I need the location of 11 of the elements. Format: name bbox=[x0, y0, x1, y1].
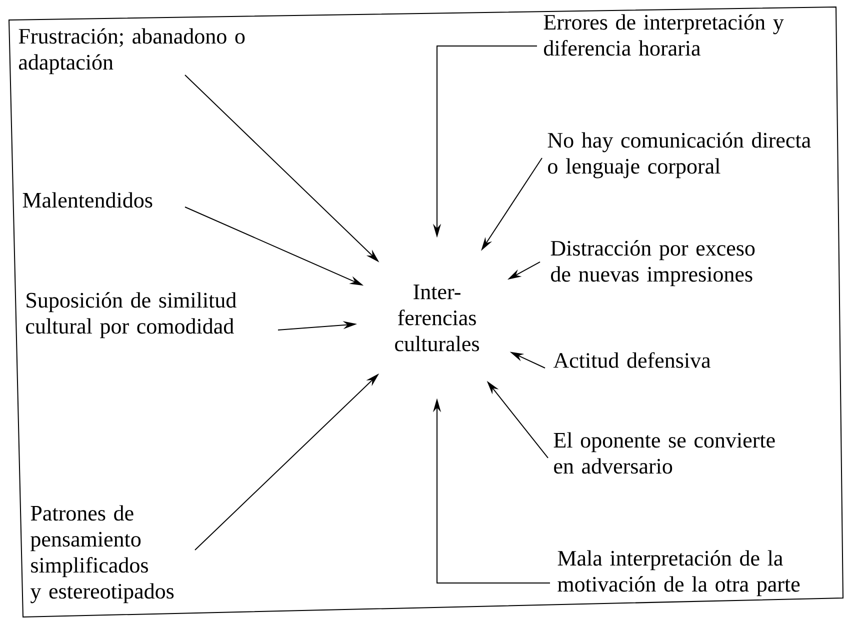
cause-label: Frustración; abanadono o adaptación bbox=[18, 28, 245, 74]
cause-label: Malentendidos bbox=[22, 192, 152, 208]
cause-label: Suposición de similitud cultural por comodidad bbox=[26, 292, 236, 338]
cause-label: Patrones de pensamiento simplificados y estereotipados bbox=[30, 505, 174, 604]
cause-label: Errores de interpretación y diferencia horaria bbox=[544, 14, 784, 56]
cause-label: No hay comunicación directa o lenguaje corporal bbox=[548, 132, 811, 178]
cause-label: Distracción por exceso de nuevas impresiones bbox=[550, 240, 755, 286]
cause-label: El oponente se convierte en adversario bbox=[554, 432, 775, 474]
cause-label: Mala interpretación de la motivación de la otra parte bbox=[558, 550, 800, 596]
cause-label: Actitud defensiva bbox=[553, 352, 711, 368]
central-concept-label: Inter- ferencias culturales bbox=[395, 284, 479, 352]
